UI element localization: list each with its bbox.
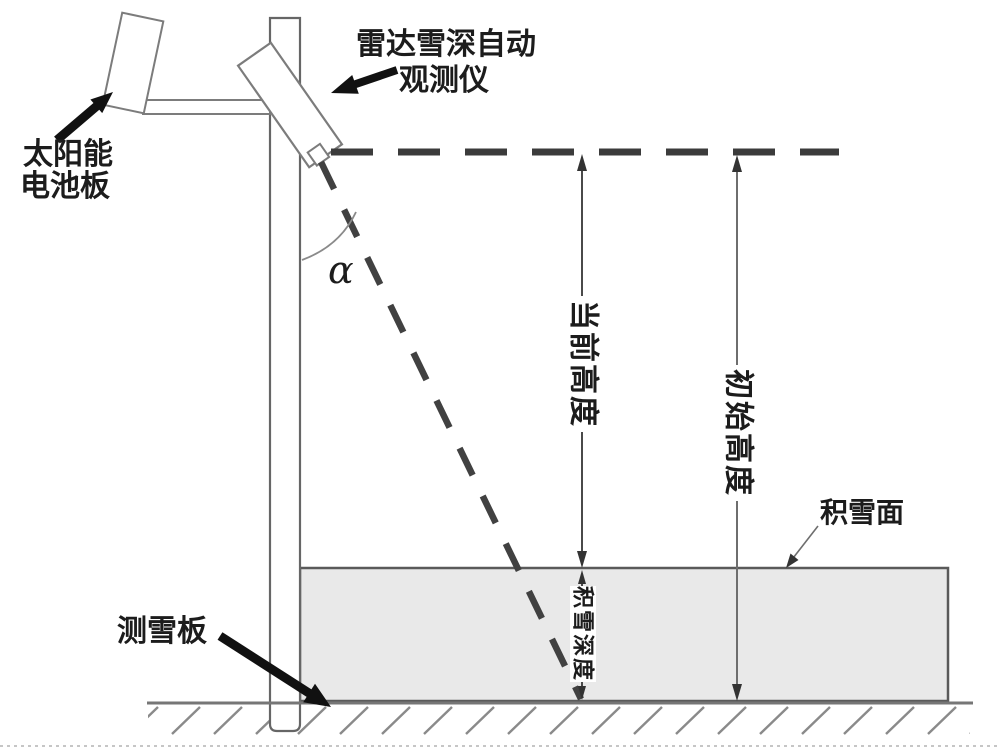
dimension-snow-depth: 积雪深度 (570, 570, 596, 700)
radar-device-label-line2: 观测仪 (399, 64, 489, 97)
snow-depth-label: 积雪深度 (571, 586, 596, 682)
label-backing (570, 586, 596, 682)
radar-device-label-line1: 雷达雪深自动 (356, 28, 536, 61)
arrowhead-icon (786, 553, 799, 568)
solar-panel (101, 11, 165, 115)
snow-board-label: 测雪板 (117, 615, 207, 648)
label-backing (721, 365, 755, 501)
solar-panel-label-line1: 太阳能 (23, 138, 113, 171)
arrowhead-icon (90, 92, 113, 114)
current-height-label: 当前高度 (567, 300, 600, 428)
mounting-pole (268, 16, 302, 733)
snow-surface-callout: 积雪面 (786, 497, 904, 568)
pointer-line (217, 632, 315, 699)
snow-board-callout: 测雪板 (117, 615, 331, 707)
pointer-line (348, 66, 399, 90)
solar-panel-label-line2: 电池板 (20, 170, 110, 203)
label-backing (566, 296, 600, 432)
angle-arc (301, 211, 357, 261)
pointer-line (789, 525, 819, 563)
snow-layer (298, 566, 950, 703)
radar-beam-dashed-line (318, 160, 584, 701)
radar-device-callout: 雷达雪深自动 观测仪 (331, 28, 536, 97)
dimension-current-height: 当前高度 (566, 154, 600, 568)
arrowhead-up-icon (577, 154, 587, 171)
arrowhead-up-icon (732, 155, 742, 172)
pointer-line (54, 101, 101, 144)
arrowhead-down-icon (578, 686, 586, 700)
arrowhead-icon (331, 75, 359, 94)
initial-height-label: 初始高度 (722, 369, 755, 497)
solar-panel-callout: 太阳能 电池板 (20, 92, 113, 203)
arrowhead-icon (303, 683, 331, 707)
arrowhead-down-icon (732, 684, 742, 701)
arrowhead-down-icon (577, 551, 587, 568)
dimension-initial-height: 初始高度 (721, 155, 755, 701)
support-arm (142, 99, 271, 115)
arrowhead-up-icon (578, 570, 586, 584)
snow-surface-label: 积雪面 (820, 497, 904, 528)
angle-alpha-label: α (328, 248, 354, 292)
